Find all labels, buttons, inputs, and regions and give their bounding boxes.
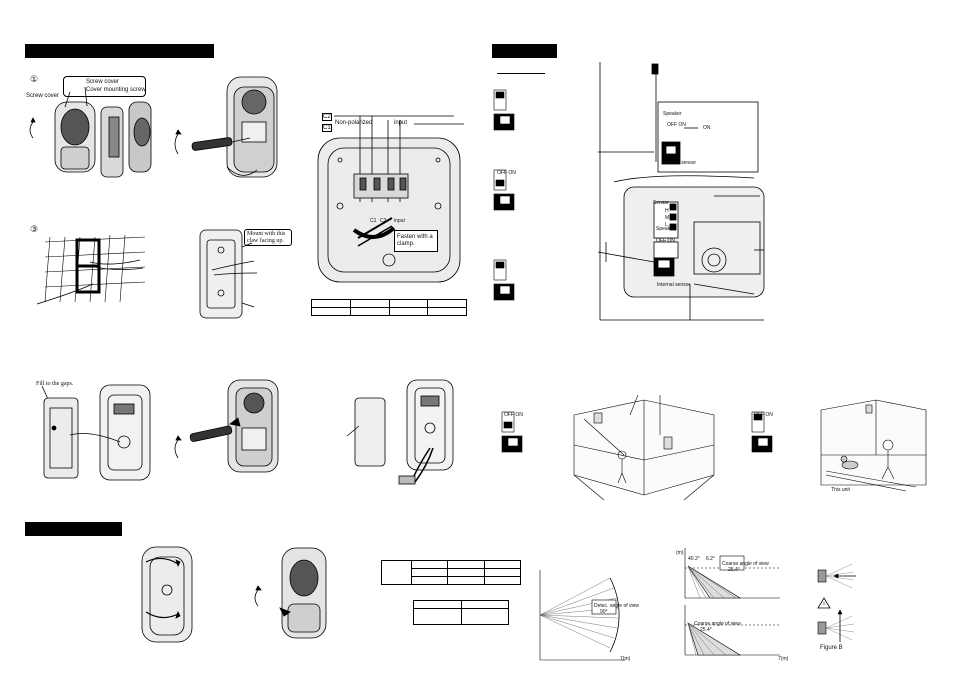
panel-speaker-label-bottom: Speaker [656,226,675,232]
mount-claw-label: Mount with this claw facing up. [247,231,286,244]
panel-internal-sensor-label-bottom: Internal sensor [657,282,691,288]
room-scene-right [820,399,927,492]
terminal-input-label: input [394,218,405,224]
step3-wall-grid-illustration [36,234,146,305]
fill-gaps-label: Fill to the gaps. [36,381,74,387]
section-header-bar-installation [25,44,214,58]
panel-off-on-label-top: OFF ON [667,122,686,128]
wiring-spec-table [311,299,467,316]
vertical-chart-x-unit: 7(m) [778,656,789,662]
panel-internal-sensor-label-top: Internal sensor [663,160,697,166]
cover-mounting-screw-label: Cover mounting screw [86,87,146,93]
section-header-bar-settings [492,44,557,58]
screw-into-housing-illustration [174,379,279,473]
detection-range-chart [539,570,625,661]
coarse-view-label-top: Coarse angle of view [722,561,769,567]
step-number-3: ③ [30,225,39,235]
step1-device-illustration [29,86,152,178]
dip-switch-group-5 [751,411,773,453]
vertical-range-chart-top [684,548,780,599]
cable-entry-illustration [346,379,454,485]
figure-b-illustration [817,563,856,642]
panel-l-label: L [665,222,668,228]
settings-subheading-rule [497,73,545,74]
screw-cover-left-label: Screw cover [26,93,60,99]
vertical-range-chart-bottom [684,605,780,656]
panel-off-on-label-bottom: OFF ON [656,238,675,244]
detection-chart-x-unit: 7(m) [620,656,631,662]
fill-gaps-illustration [41,384,151,481]
wiring-c2-label: C2 [323,114,331,120]
input-label: input [394,120,408,126]
dip-switch-group-3 [493,259,515,301]
step1-screwdriver-illustration [174,76,278,178]
dip-switch-group-2 [493,169,515,211]
panel-on-label: ON [703,125,711,131]
dip-switch-group-1 [493,89,515,131]
coarse-view-label-bottom: Coarse angle of view [694,621,741,627]
detection-angle-label: Detec. angle of view [594,603,640,609]
wiring-housing-diagram [317,115,464,283]
wiring-c1-box [322,124,332,132]
fasten-clamp-label: Fasten with a clamp. [397,234,433,247]
screw-cover-label: Screw cover [86,79,120,85]
mount-claw-callout-box [244,229,292,246]
coarse-view-value-bottom: 25.4° [700,627,712,633]
this-unit-label: This unit [831,487,850,493]
step-number-1: ① [30,75,39,85]
settings-panel-diagram [597,62,765,321]
screw-cover-callout-box [63,76,146,97]
step3-mounting-plate-illustration [199,229,258,319]
vertical-chart-y-unit-top: (m) [676,550,684,556]
panel-speaker-label-top: Speaker [663,111,682,117]
coarse-view-value-top: 25.4° [728,567,740,573]
detection-angle-value: 90° [600,609,608,615]
panel-m-label: M [665,215,670,221]
fasten-clamp-callout-box [394,230,438,252]
panel-sensor-label: Sensor [653,200,669,206]
angle-6-label: 6.2° [706,556,715,562]
non-polarized-label: Non-polarized [335,120,373,126]
panel-h-label: H [665,208,669,214]
dip-off-on-label-2: OFF ON [497,170,516,176]
room-scene-left [573,394,715,501]
sensitivity-table [381,560,522,585]
figure-b-label: Figure B [820,645,843,651]
removal-step1-illustration [141,546,193,643]
dip-switch-group-4 [501,411,523,453]
terminal-c2-label: C2 [380,218,387,224]
wiring-c2-box [322,113,332,121]
dip-off-on-label-4: OFF ON [504,412,523,418]
wiring-c1-label: C1 [323,125,331,131]
angle-40-label: 40.2° [688,556,700,562]
dip-off-on-label-5: OFF ON [754,412,773,418]
mode-table [413,600,509,625]
section-header-bar-removal [25,522,122,536]
removal-step2-illustration [254,547,327,639]
terminal-c1-label: C1 [370,218,377,224]
